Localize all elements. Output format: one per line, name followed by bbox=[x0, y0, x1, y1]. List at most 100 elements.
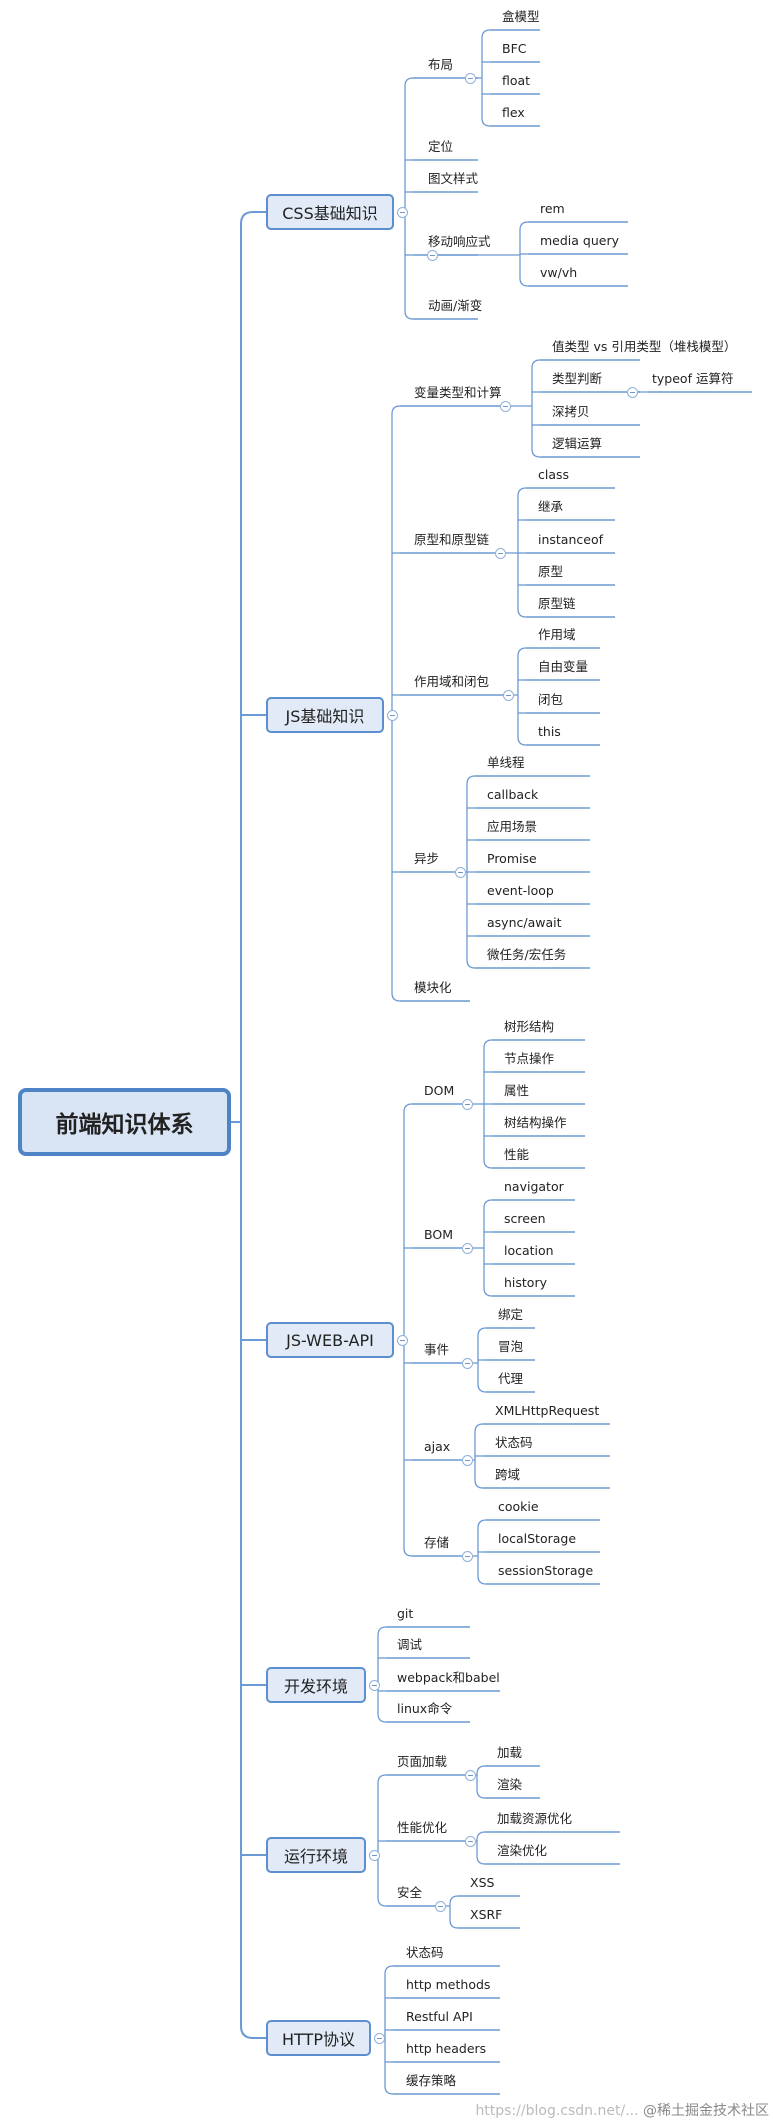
collapse-toggle-icon[interactable] bbox=[500, 401, 511, 412]
topic-5-3[interactable]: http headers bbox=[406, 2041, 487, 2056]
subtopic-2-4-2[interactable]: sessionStorage bbox=[498, 1563, 594, 1578]
subtopic-1-0-3[interactable]: 逻辑运算 bbox=[552, 436, 603, 451]
collapse-toggle-icon[interactable] bbox=[427, 250, 438, 261]
subtopic-2-4-1[interactable]: localStorage bbox=[498, 1531, 577, 1546]
topic-1-3[interactable]: 异步 bbox=[414, 851, 440, 866]
topic-1-0[interactable]: 变量类型和计算 bbox=[414, 385, 502, 400]
collapse-toggle-icon[interactable] bbox=[369, 1680, 380, 1691]
topic-0-0[interactable]: 布局 bbox=[428, 57, 454, 72]
subtopic-0-0-3[interactable]: flex bbox=[502, 105, 525, 120]
branch-4[interactable]: 运行环境 bbox=[266, 1837, 366, 1873]
collapse-toggle-icon[interactable] bbox=[462, 1455, 473, 1466]
subtopic-0-3-1[interactable]: media query bbox=[540, 233, 619, 248]
subtopic-1-0-1[interactable]: 类型判断 bbox=[552, 371, 603, 386]
subtopic-1-3-2[interactable]: 应用场景 bbox=[487, 819, 538, 834]
subtopic-1-3-6[interactable]: 微任务/宏任务 bbox=[487, 947, 567, 962]
leaf-1-0-1-0[interactable]: typeof 运算符 bbox=[652, 371, 734, 386]
subtopic-2-4-0[interactable]: cookie bbox=[498, 1499, 539, 1514]
subtopic-1-3-4[interactable]: event-loop bbox=[487, 883, 554, 898]
collapse-toggle-icon[interactable] bbox=[495, 548, 506, 559]
subtopic-2-1-1[interactable]: screen bbox=[504, 1211, 546, 1226]
collapse-toggle-icon[interactable] bbox=[503, 690, 514, 701]
topic-1-2[interactable]: 作用域和闭包 bbox=[414, 674, 490, 689]
topic-2-0[interactable]: DOM bbox=[424, 1083, 455, 1098]
subtopic-2-0-4[interactable]: 性能 bbox=[504, 1147, 530, 1162]
topic-4-1[interactable]: 性能优化 bbox=[397, 1820, 448, 1835]
topic-3-0[interactable]: git bbox=[397, 1606, 414, 1621]
subtopic-1-2-2[interactable]: 闭包 bbox=[538, 692, 564, 707]
subtopic-2-0-2[interactable]: 属性 bbox=[504, 1083, 530, 1098]
subtopic-1-2-3[interactable]: this bbox=[538, 724, 561, 739]
collapse-toggle-icon[interactable] bbox=[462, 1358, 473, 1369]
topic-0-1[interactable]: 定位 bbox=[428, 139, 454, 154]
topic-0-2[interactable]: 图文样式 bbox=[428, 171, 479, 186]
collapse-toggle-icon[interactable] bbox=[627, 387, 638, 398]
collapse-toggle-icon[interactable] bbox=[455, 867, 466, 878]
collapse-toggle-icon[interactable] bbox=[397, 1335, 408, 1346]
collapse-toggle-icon[interactable] bbox=[465, 1770, 476, 1781]
topic-4-0[interactable]: 页面加载 bbox=[397, 1754, 448, 1769]
subtopic-1-3-0[interactable]: 单线程 bbox=[487, 755, 525, 770]
topic-1-1[interactable]: 原型和原型链 bbox=[414, 532, 490, 547]
subtopic-1-1-3[interactable]: 原型 bbox=[538, 564, 564, 579]
subtopic-0-0-1[interactable]: BFC bbox=[502, 41, 527, 56]
subtopic-2-3-1[interactable]: 状态码 bbox=[495, 1435, 533, 1450]
branch-5[interactable]: HTTP协议 bbox=[266, 2020, 371, 2056]
subtopic-4-1-1[interactable]: 渲染优化 bbox=[497, 1843, 548, 1858]
collapse-toggle-icon[interactable] bbox=[462, 1551, 473, 1562]
subtopic-2-2-2[interactable]: 代理 bbox=[498, 1371, 524, 1386]
subtopic-0-0-2[interactable]: float bbox=[502, 73, 531, 88]
collapse-toggle-icon[interactable] bbox=[387, 710, 398, 721]
subtopic-2-0-1[interactable]: 节点操作 bbox=[504, 1051, 555, 1066]
subtopic-2-1-0[interactable]: navigator bbox=[504, 1179, 564, 1194]
subtopic-2-3-0[interactable]: XMLHttpRequest bbox=[495, 1403, 600, 1418]
branch-2[interactable]: JS-WEB-API bbox=[266, 1322, 394, 1358]
subtopic-2-0-3[interactable]: 树结构操作 bbox=[504, 1115, 567, 1130]
subtopic-1-1-4[interactable]: 原型链 bbox=[538, 596, 576, 611]
subtopic-2-2-1[interactable]: 冒泡 bbox=[498, 1339, 524, 1354]
collapse-toggle-icon[interactable] bbox=[397, 207, 408, 218]
subtopic-4-0-1[interactable]: 渲染 bbox=[497, 1777, 523, 1792]
subtopic-1-0-2[interactable]: 深拷贝 bbox=[552, 404, 590, 419]
subtopic-1-3-5[interactable]: async/await bbox=[487, 915, 562, 930]
topic-1-4[interactable]: 模块化 bbox=[414, 980, 452, 995]
subtopic-1-1-2[interactable]: instanceof bbox=[538, 532, 604, 547]
subtopic-0-3-0[interactable]: rem bbox=[540, 201, 565, 216]
root-node[interactable]: 前端知识体系 bbox=[18, 1088, 231, 1156]
topic-3-3[interactable]: linux命令 bbox=[397, 1701, 453, 1716]
topic-5-4[interactable]: 缓存策略 bbox=[406, 2073, 457, 2088]
subtopic-1-3-1[interactable]: callback bbox=[487, 787, 539, 802]
topic-0-3[interactable]: 移动响应式 bbox=[428, 234, 491, 249]
topic-2-4[interactable]: 存储 bbox=[424, 1535, 450, 1550]
subtopic-4-0-0[interactable]: 加载 bbox=[497, 1745, 523, 1760]
collapse-toggle-icon[interactable] bbox=[435, 1901, 446, 1912]
collapse-toggle-icon[interactable] bbox=[462, 1099, 473, 1110]
subtopic-2-0-0[interactable]: 树形结构 bbox=[504, 1019, 555, 1034]
branch-3[interactable]: 开发环境 bbox=[266, 1667, 366, 1703]
subtopic-0-0-0[interactable]: 盒模型 bbox=[502, 9, 540, 24]
subtopic-1-1-1[interactable]: 继承 bbox=[538, 499, 564, 514]
topic-5-1[interactable]: http methods bbox=[406, 1977, 491, 1992]
subtopic-2-1-2[interactable]: location bbox=[504, 1243, 554, 1258]
collapse-toggle-icon[interactable] bbox=[465, 73, 476, 84]
branch-0[interactable]: CSS基础知识 bbox=[266, 194, 394, 230]
collapse-toggle-icon[interactable] bbox=[374, 2033, 385, 2044]
subtopic-1-2-1[interactable]: 自由变量 bbox=[538, 659, 589, 674]
subtopic-1-3-3[interactable]: Promise bbox=[487, 851, 537, 866]
subtopic-2-2-0[interactable]: 绑定 bbox=[498, 1307, 524, 1322]
subtopic-2-1-3[interactable]: history bbox=[504, 1275, 547, 1290]
topic-3-1[interactable]: 调试 bbox=[397, 1637, 423, 1652]
topic-5-0[interactable]: 状态码 bbox=[406, 1945, 444, 1960]
subtopic-1-1-0[interactable]: class bbox=[538, 467, 570, 482]
subtopic-0-3-2[interactable]: vw/vh bbox=[540, 265, 578, 280]
subtopic-1-2-0[interactable]: 作用域 bbox=[538, 627, 576, 642]
branch-1[interactable]: JS基础知识 bbox=[266, 697, 384, 733]
subtopic-4-2-1[interactable]: XSRF bbox=[470, 1907, 503, 1922]
topic-2-3[interactable]: ajax bbox=[424, 1439, 451, 1454]
subtopic-4-2-0[interactable]: XSS bbox=[470, 1875, 495, 1890]
topic-0-4[interactable]: 动画/渐变 bbox=[428, 298, 483, 313]
topic-3-2[interactable]: webpack和babel bbox=[397, 1670, 500, 1685]
topic-4-2[interactable]: 安全 bbox=[397, 1885, 423, 1900]
topic-2-2[interactable]: 事件 bbox=[424, 1342, 450, 1357]
collapse-toggle-icon[interactable] bbox=[465, 1836, 476, 1847]
